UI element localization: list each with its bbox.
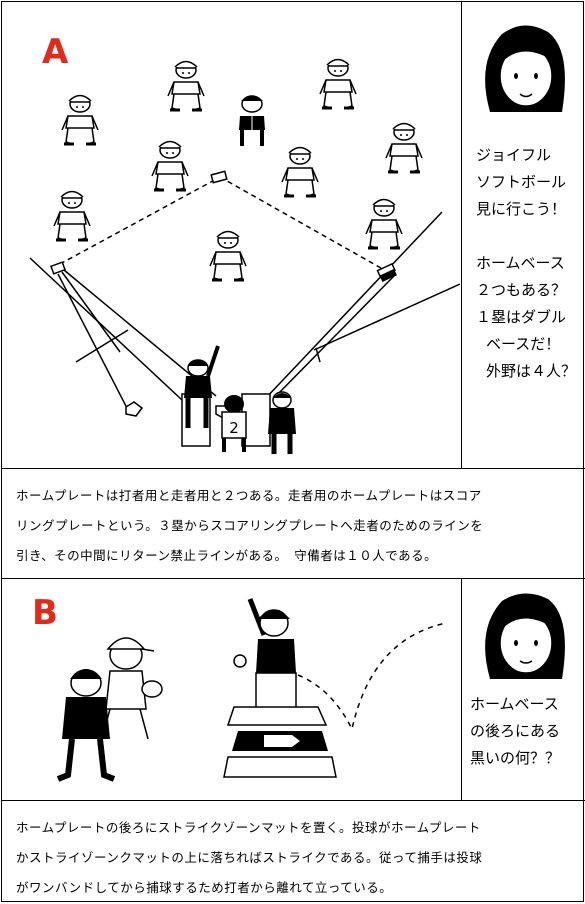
panel-b-label: B <box>32 593 58 633</box>
strike-zone-mat-mark <box>264 735 300 747</box>
catchers-area <box>223 756 337 778</box>
third-base <box>50 261 66 275</box>
speech-line: ソフトボール <box>476 173 567 191</box>
catcher-number: 2 <box>229 419 239 437</box>
speech-line: の後ろにある <box>470 722 561 740</box>
caption-line: かストライゾーンクマットの上に落ちればストライクである。従って捕手は投球 <box>16 850 483 865</box>
panel-b: B <box>2 579 585 801</box>
caption-line: がワンバンドしてから捕球するため打者から離れて立っている。 <box>16 880 393 895</box>
field-illustration: 2 <box>29 58 460 454</box>
panel-b-illustration: B <box>2 579 462 800</box>
fielder <box>280 146 320 198</box>
panel-a: A <box>2 2 585 469</box>
panel-a-sidebar: ジョイフル ソフトボール 見に行こう！ ホームベース ２つもある？ １塁はダブル… <box>462 2 585 468</box>
speech-line: 見に行こう！ <box>476 200 567 218</box>
fielder <box>384 122 424 174</box>
caption-line: リングプレートという。３塁からスコアリングプレートへ走者のためのラインを <box>16 518 484 533</box>
fielder <box>60 94 100 146</box>
speech-line: １塁はダブル <box>476 308 567 326</box>
caption-line: ホームプレートの後ろにストライクゾーンマットを置く。投球がホームプレート <box>16 820 481 835</box>
catcher: 2 <box>221 395 247 452</box>
fielder <box>150 140 190 192</box>
caption-line: ホームプレートは打者用と走者用と２つある。走者用のホームプレートはスコア <box>16 488 482 503</box>
home-plate-illustration <box>56 598 447 782</box>
fielder <box>166 60 206 112</box>
batter <box>184 345 220 428</box>
speech-line: ２つもある？ <box>476 281 567 299</box>
girl-face-icon <box>485 593 565 679</box>
panel-a-illustration: A <box>2 2 462 468</box>
scoring-plate <box>125 401 144 417</box>
panel-b-caption: ホームプレートの後ろにストライクゾーンマットを置く。投球がホームプレート かスト… <box>2 801 585 903</box>
umpire <box>237 93 267 148</box>
third-base-line <box>57 271 129 411</box>
caption-line: 引き、その中間にリターン禁止ラインがある。 守備者は１０人である。 <box>16 548 438 563</box>
speech-line: ベースだ！ <box>486 335 561 353</box>
panel-b-sidebar: ホームベース の後ろにある 黒いの何？？ <box>462 579 585 800</box>
home-plate <box>226 706 328 726</box>
speech-line: 外野は４人？ <box>486 362 577 380</box>
ball-icon <box>233 654 247 668</box>
fielder <box>364 198 404 250</box>
fielder <box>52 190 92 242</box>
plate-umpire <box>268 391 296 454</box>
panel-a-label: A <box>42 32 69 72</box>
base-paths <box>29 176 460 401</box>
first-base-double <box>376 262 397 283</box>
panel-b-speech: ホームベース の後ろにある 黒いの何？？ <box>470 691 582 772</box>
speech-line: ホームベース <box>476 254 565 272</box>
pitch-trajectory <box>297 622 447 732</box>
batter <box>247 598 297 710</box>
girl-face-icon <box>485 25 565 112</box>
speech-line: ホームベース <box>470 695 559 713</box>
second-base <box>210 170 228 184</box>
speech-spacer <box>476 223 581 250</box>
speech-line: ジョイフル <box>476 146 552 164</box>
panel-a-speech: ジョイフル ソフトボール 見に行こう！ ホームベース ２つもある？ １塁はダブル… <box>476 142 581 385</box>
umpire <box>56 669 116 782</box>
fielder <box>318 58 358 110</box>
catcher <box>101 637 163 740</box>
pitcher <box>208 230 248 282</box>
panel-a-caption: ホームプレートは打者用と走者用と２つある。走者用のホームプレートはスコア リング… <box>2 469 585 579</box>
speech-line: 黒いの何？？ <box>470 749 561 767</box>
